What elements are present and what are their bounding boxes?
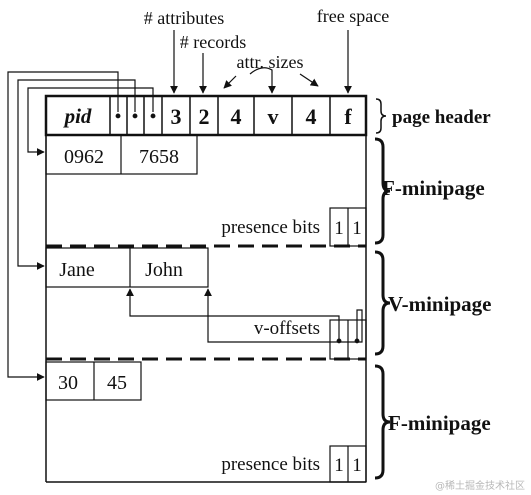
page-header-label: page header bbox=[392, 107, 491, 128]
header-cell-records: 2 bbox=[199, 104, 210, 129]
f1-presence-bit-2: 1 bbox=[352, 218, 362, 239]
attr-size-arrow-right bbox=[299, 73, 319, 87]
header-cell-size-v: v bbox=[268, 104, 279, 129]
f1-brace bbox=[374, 137, 391, 245]
header-cell-pid: pid bbox=[63, 104, 92, 128]
f2-brace bbox=[374, 364, 391, 480]
attributes-label: # attributes bbox=[144, 8, 224, 28]
f-minipage-2: 30 45 presence bits 1 1 F-minipage bbox=[45, 361, 491, 483]
header-cell-pointer-3: • bbox=[150, 106, 156, 126]
header-brace bbox=[375, 98, 387, 134]
v-value-1: Jane bbox=[59, 259, 95, 281]
header-cell-size-2: 4 bbox=[306, 104, 317, 129]
pointer-arrow-f-minipage-1 bbox=[27, 87, 154, 156]
f2-presence-bits-label: presence bits bbox=[221, 454, 320, 475]
f1-value-1: 0962 bbox=[64, 146, 104, 168]
free-space-label: free space bbox=[317, 6, 389, 26]
f2-presence-bit-1: 1 bbox=[334, 455, 344, 476]
v-value-2: John bbox=[145, 259, 183, 281]
v-minipage: Jane John v-offsets • • V-minipage bbox=[45, 247, 491, 360]
f2-minipage-label: F-minipage bbox=[388, 411, 491, 435]
pointer-arrow-f-minipage-2 bbox=[7, 71, 119, 381]
v-offset-arrow-2 bbox=[204, 288, 363, 343]
v-offset-arrow-1 bbox=[126, 288, 340, 343]
f2-presence-bit-2: 1 bbox=[352, 455, 362, 476]
f2-value-1: 30 bbox=[58, 372, 78, 394]
v-brace bbox=[374, 250, 391, 356]
header-cell-pointer-2: • bbox=[132, 106, 138, 126]
f1-minipage-label: F-minipage bbox=[382, 176, 485, 200]
v-offsets-label: v-offsets bbox=[254, 318, 320, 339]
header-cell-attributes: 3 bbox=[171, 104, 182, 129]
f1-value-2: 7658 bbox=[139, 146, 179, 168]
header-border bbox=[44, 94, 368, 137]
header-cell-pointer-1: • bbox=[115, 106, 121, 126]
page-header-row: pid • • • 3 2 4 v 4 f bbox=[44, 94, 368, 137]
attr-sizes-label: attr. sizes bbox=[237, 52, 304, 72]
f2-value-2: 45 bbox=[107, 372, 127, 394]
f1-presence-bits-label: presence bits bbox=[221, 217, 320, 238]
attr-size-arrow-left bbox=[223, 75, 237, 89]
v-minipage-label: V-minipage bbox=[388, 292, 491, 316]
pointer-arrow-v-minipage bbox=[17, 79, 136, 270]
records-label: # records bbox=[180, 32, 246, 52]
braces bbox=[374, 98, 391, 480]
f1-presence-bit-1: 1 bbox=[334, 218, 344, 239]
minipage-pointer-arrows bbox=[7, 71, 154, 381]
header-cell-size-1: 4 bbox=[231, 104, 242, 129]
page-body bbox=[45, 135, 367, 483]
attr-size-arrow-v bbox=[249, 67, 276, 94]
watermark: @稀土掘金技术社区 bbox=[435, 479, 525, 492]
f-minipage-1: 0962 7658 presence bits 1 1 F-minipage bbox=[45, 134, 485, 247]
header-cell-free-space: f bbox=[344, 104, 352, 129]
label-arrows bbox=[170, 30, 352, 94]
